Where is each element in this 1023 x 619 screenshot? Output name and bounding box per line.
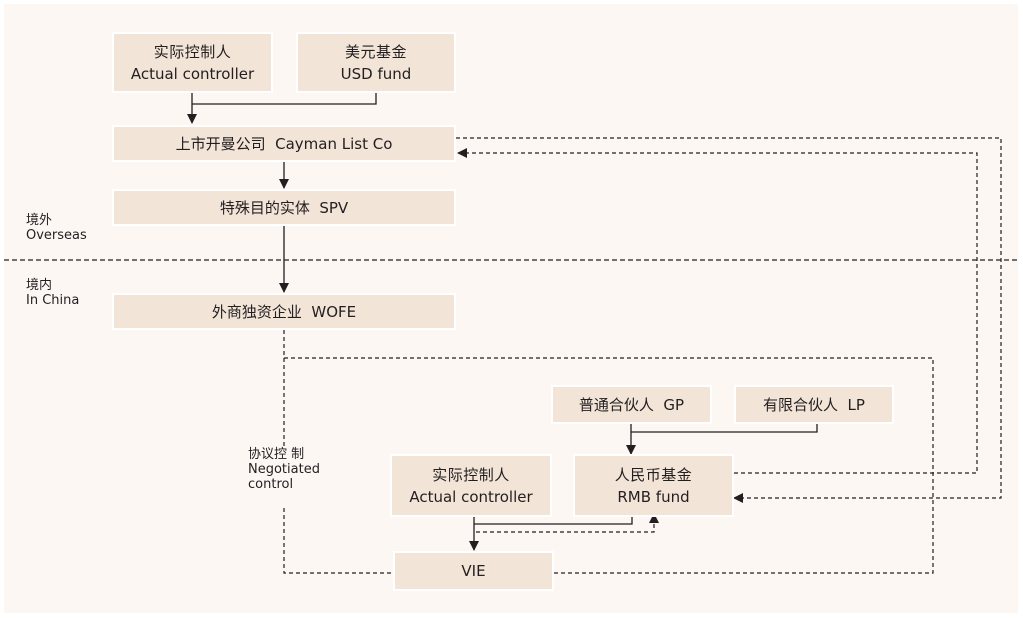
negotiated-control-en-1: Negotiated — [248, 462, 320, 477]
edge-usd-fund-to-cayman — [192, 93, 377, 105]
node-label: 上市开曼公司 Cayman List Co — [175, 134, 393, 153]
node-wofe: 外商独资企业 WOFE — [112, 293, 456, 330]
node-label: 特殊目的实体 SPV — [219, 198, 349, 217]
edge-rmb-fund-to-vie — [474, 516, 633, 525]
node-label-zh: 实际控制人 — [432, 465, 510, 484]
edge-wofe-to-vie-left-dashed-lower — [283, 508, 394, 574]
region-label-zh: 境内 — [26, 278, 53, 293]
edge-wofe-to-vie-right-dashed — [284, 357, 934, 574]
region-label-en: In China — [26, 293, 80, 308]
edge-lp-to-rmb-fund — [631, 423, 818, 433]
node-label-zh: 人民币基金 — [614, 465, 693, 484]
edge-vie-to-rmb-fund-dashed — [476, 513, 659, 533]
node-label-zh: 实际控制人 — [153, 42, 232, 61]
node-rmb-fund: 人民币基金 RMB fund — [573, 454, 734, 517]
node-actual-controller-top: 实际控制人 Actual controller — [112, 32, 273, 93]
negotiated-control-label: 协议控 制 Negotiated control — [248, 447, 320, 492]
node-label: 外商独资企业 WOFE — [211, 302, 357, 321]
node-actual-controller-bottom: 实际控制人 Actual controller — [390, 454, 552, 517]
node-label-zh: 美元基金 — [344, 42, 407, 61]
region-label-zh: 境外 — [26, 213, 53, 228]
node-label-en: Actual controller — [409, 487, 533, 506]
node-vie: VIE — [393, 551, 554, 591]
region-label-in-china: 境内 In China — [26, 278, 79, 308]
node-spv: 特殊目的实体 SPV — [112, 189, 456, 226]
node-gp: 普通合伙人 GP — [551, 385, 712, 424]
edge-cayman-to-rmb-fund-dashed — [456, 137, 1002, 503]
node-label: 普通合伙人 GP — [578, 395, 685, 414]
region-label-en: Overseas — [26, 228, 87, 243]
node-label: VIE — [461, 562, 486, 580]
node-label-en: USD fund — [340, 64, 412, 83]
negotiated-control-en-2: control — [248, 477, 294, 492]
node-cayman-list-co: 上市开曼公司 Cayman List Co — [112, 125, 456, 162]
node-label-en: RMB fund — [617, 487, 690, 506]
node-label: 有限合伙人 LP — [763, 395, 865, 414]
node-lp: 有限合伙人 LP — [734, 385, 894, 424]
region-label-overseas: 境外 Overseas — [26, 213, 87, 243]
node-usd-fund: 美元基金 USD fund — [296, 32, 456, 93]
negotiated-control-zh: 协议控 制 — [248, 447, 305, 462]
edge-rmb-fund-to-cayman-dashed — [457, 148, 978, 474]
node-label-en: Actual controller — [130, 64, 255, 83]
